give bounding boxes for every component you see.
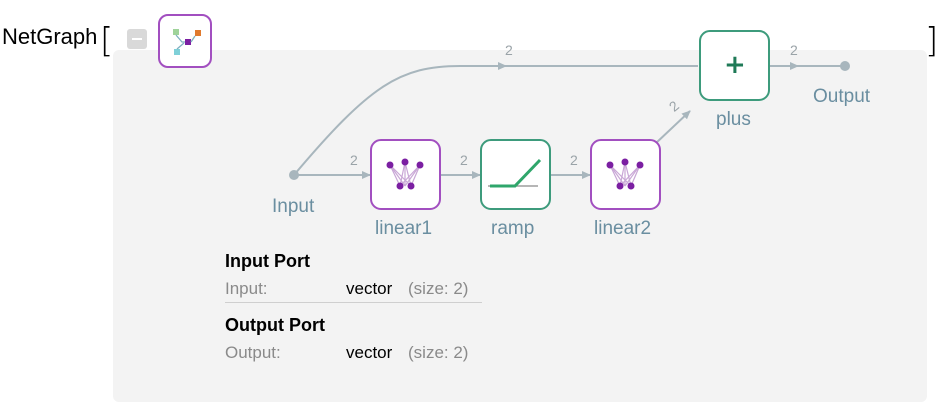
linear2-label: linear2	[594, 218, 652, 239]
dim-input-plus: 2	[505, 42, 513, 58]
ramp-label: ramp	[491, 218, 535, 239]
linear-layer-icon	[389, 161, 421, 187]
dim-linear1-ramp: 2	[460, 152, 468, 168]
output-port-type: vector	[346, 343, 393, 362]
netgraph-icon	[173, 29, 201, 55]
edge-linear2-plus	[654, 110, 691, 145]
dim-ramp-linear2: 2	[570, 152, 578, 168]
input-port-dot[interactable]	[289, 170, 299, 180]
edge-input-plus	[293, 65, 698, 176]
output-port-key: Output:	[225, 343, 281, 362]
output-label: Output	[813, 86, 871, 107]
netgraph-icon-button[interactable]	[158, 14, 212, 68]
plus-label: plus	[716, 109, 751, 130]
ramp-node[interactable]	[480, 139, 551, 210]
linear1-node[interactable]	[370, 139, 441, 210]
minus-square-icon	[132, 38, 142, 40]
plus-icon: +	[724, 50, 746, 80]
dim-input-linear1: 2	[350, 152, 358, 168]
input-port-type: vector	[346, 279, 393, 298]
input-port-title: Input Port	[225, 251, 310, 271]
output-port-dot[interactable]	[840, 61, 850, 71]
collapse-button[interactable]	[127, 29, 147, 49]
summary-panel	[113, 50, 927, 402]
linear1-label: linear1	[375, 218, 433, 239]
input-port-size: (size: 2)	[408, 279, 469, 298]
dim-plus-output: 2	[790, 42, 798, 58]
open-bracket: [	[100, 21, 114, 61]
close-bracket: ]	[925, 21, 939, 61]
ramp-activation-icon	[488, 158, 542, 188]
output-port-size: (size: 2)	[408, 343, 469, 362]
input-label: Input	[272, 196, 315, 217]
output-port-title: Output Port	[225, 315, 325, 335]
port-divider	[225, 302, 482, 303]
netgraph-title: NetGraph	[2, 24, 98, 49]
plus-node[interactable]	[699, 30, 770, 101]
input-port-key: Input:	[225, 279, 268, 298]
linear2-node[interactable]	[590, 139, 661, 210]
linear-layer-icon	[609, 161, 641, 187]
